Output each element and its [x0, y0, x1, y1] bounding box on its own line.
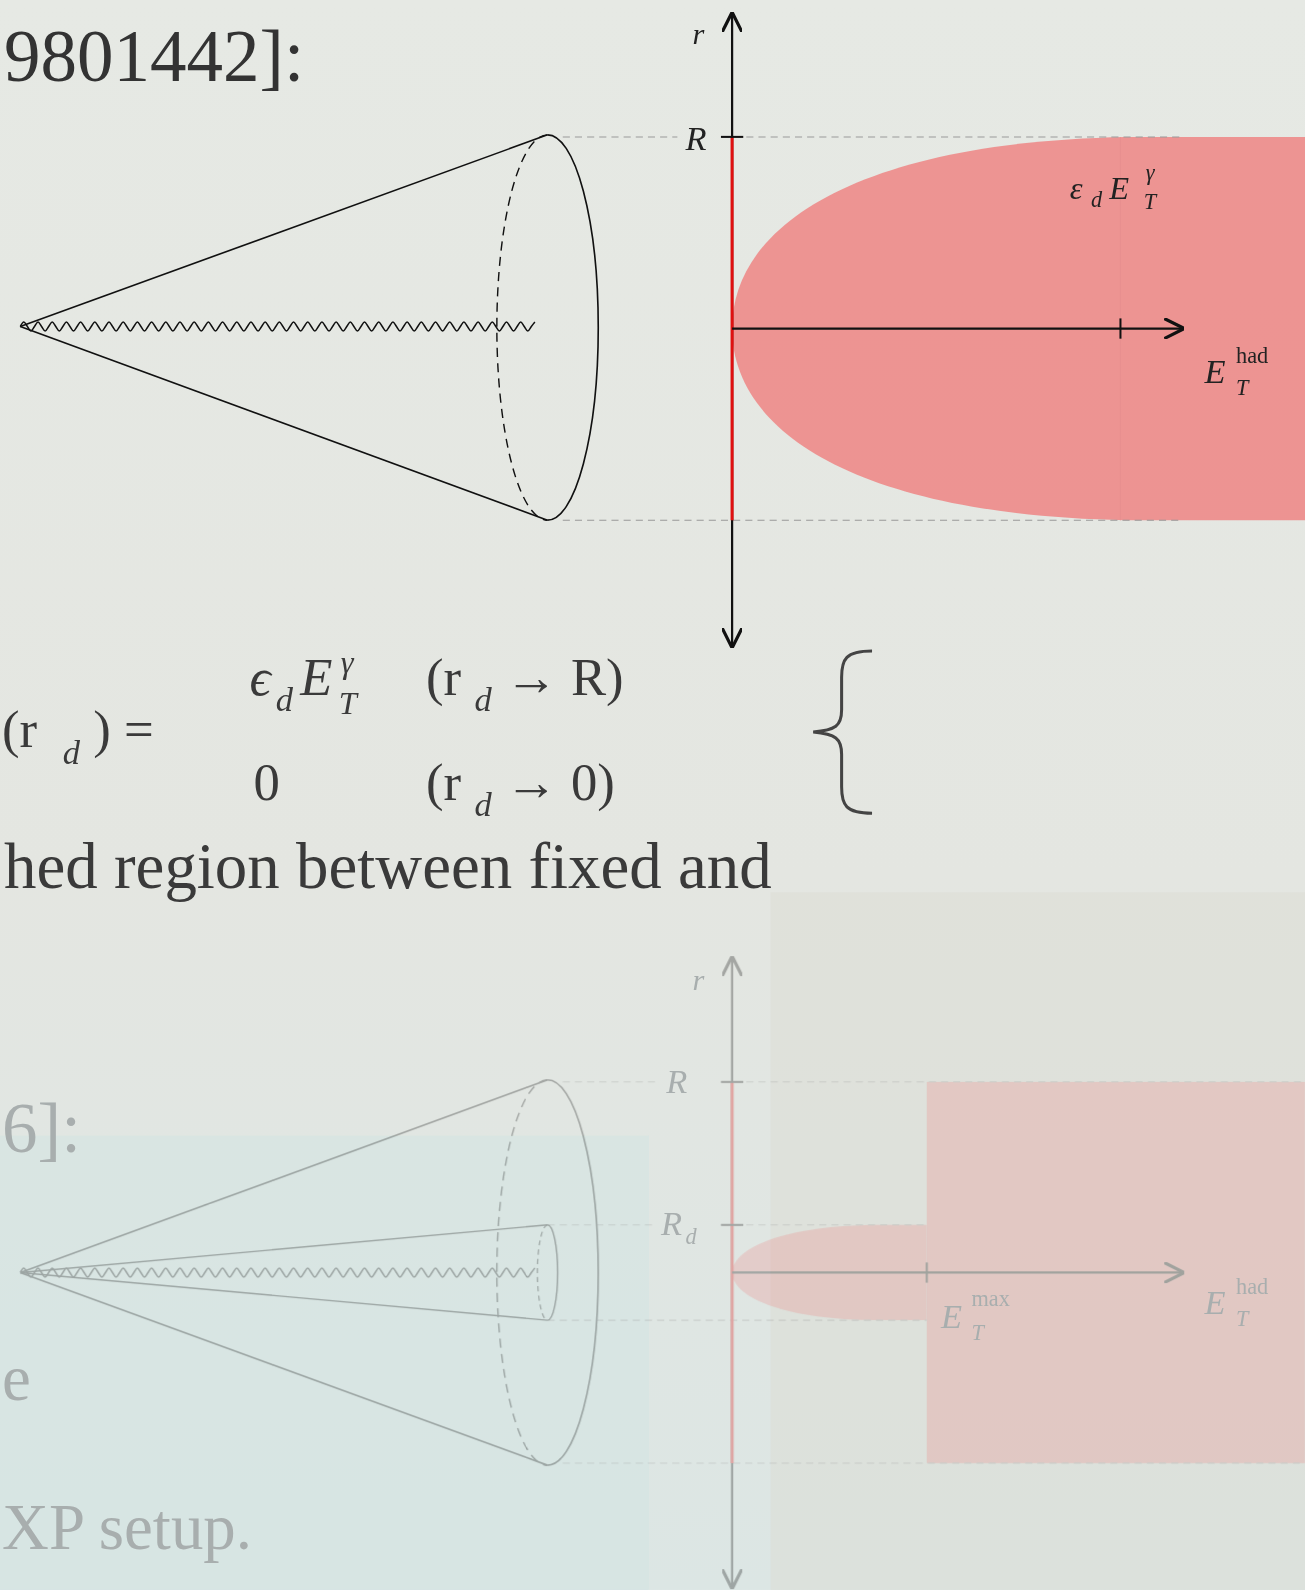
axis-label: r: [693, 19, 705, 49]
tick: [721, 136, 743, 138]
slide-text: e: [2, 1347, 31, 1412]
axis-label: E: [941, 1300, 962, 1334]
formula-text: → R): [505, 651, 624, 704]
formula-text: (r: [426, 651, 461, 704]
guide-line: [548, 1224, 658, 1225]
cone-rim-hidden: [497, 135, 548, 520]
cone-rim: [548, 1080, 599, 1465]
et-axis: [732, 327, 1182, 329]
math-subscript: T: [1236, 1308, 1248, 1330]
inner-cone-edge: [20, 1225, 547, 1273]
math-subscript: T: [971, 1323, 983, 1345]
math-superscript: had: [1236, 345, 1268, 367]
slide-text: hed region between fixed and: [4, 835, 772, 900]
cone-edge: [20, 327, 547, 521]
math-superscript: max: [971, 1288, 1009, 1310]
math-symbol: E: [1109, 171, 1129, 203]
math-superscript: γ: [1146, 163, 1155, 185]
formula-text: → 0): [505, 756, 615, 809]
cone-edge: [20, 1273, 547, 1466]
formula-text: E: [300, 651, 332, 704]
axis-label: R: [661, 1206, 682, 1240]
math-subscript: T: [1144, 191, 1156, 213]
isolation-diagram: [20, 14, 1305, 813]
cone-diagram: [20, 958, 1305, 1587]
allowed-region: [732, 137, 1305, 520]
formula-text: ) =: [93, 703, 153, 756]
axis-label: R: [666, 1064, 687, 1098]
inner-cone-edge: [20, 1273, 547, 1321]
math-superscript: had: [1236, 1276, 1268, 1298]
math-subscript: T: [1236, 378, 1248, 400]
slide-text: 6]:: [2, 1093, 81, 1164]
axis-label: E: [1205, 1285, 1226, 1319]
formula-subscript: d: [63, 735, 80, 769]
tick: [926, 1262, 928, 1282]
r-axis: [731, 14, 733, 646]
guide-line: [563, 1081, 657, 1082]
guide-line: [563, 1463, 1305, 1464]
inner-cone-rim-hidden: [537, 1225, 547, 1320]
formula-text: (r: [2, 703, 37, 756]
formula-superscript: γ: [341, 645, 354, 677]
axis-label: R: [685, 121, 706, 155]
formula-subscript: T: [339, 686, 357, 718]
slide-text: XP setup.: [2, 1496, 252, 1561]
tick: [1119, 318, 1121, 338]
math-subscript: d: [685, 1226, 696, 1248]
formula-text: (r: [426, 756, 461, 809]
axis-label: r: [693, 965, 705, 995]
et-axis: [732, 1271, 1182, 1273]
formula-text: ϵ: [249, 651, 270, 704]
formula-subscript: d: [475, 682, 492, 716]
brace: [813, 651, 872, 813]
math-symbol: ε: [1070, 171, 1083, 203]
formula-subscript: d: [276, 682, 293, 716]
guide-line: [548, 1320, 927, 1321]
guide-line: [563, 520, 1182, 521]
cone-rim: [548, 135, 599, 520]
inner-cone-rim: [548, 1225, 558, 1320]
tick: [721, 1081, 743, 1083]
tick: [721, 1224, 743, 1226]
photon-line: [20, 1268, 535, 1277]
slide-text: 9801442]:: [4, 20, 304, 93]
formula-subscript: d: [475, 788, 492, 822]
cone-edge: [20, 1080, 547, 1273]
guide-line: [722, 136, 1181, 137]
formula-text: 0: [253, 756, 279, 809]
guide-line: [722, 1224, 927, 1225]
cone-rim-hidden: [497, 1080, 548, 1465]
math-subscript: d: [1091, 189, 1102, 211]
background-tint: [0, 1136, 649, 1590]
cone-edge: [20, 135, 547, 327]
guide-line: [563, 136, 678, 137]
axis-label: E: [1205, 355, 1226, 389]
guide-line: [722, 1081, 1305, 1082]
photon-line: [20, 322, 535, 331]
